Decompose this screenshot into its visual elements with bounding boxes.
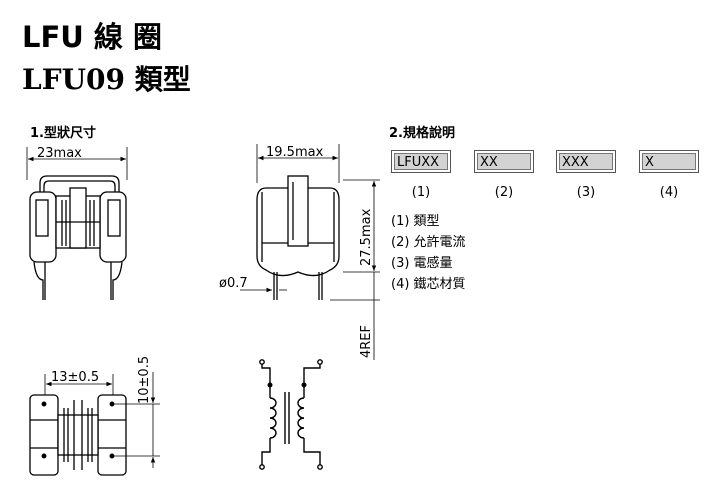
front-view-drawing (26, 147, 128, 300)
side-view-drawing (240, 144, 380, 360)
page-subtitle: LFU09 類型 (22, 63, 191, 96)
dim-pin-diameter: ø0.7 (219, 276, 248, 291)
dim-front-width: 23max (37, 146, 82, 161)
code-box-inductance-text: XXX (559, 153, 613, 170)
bottom-view-drawing (29, 372, 160, 476)
dim-side-height: 27.5max (359, 208, 374, 266)
code-index-4: (4) (659, 185, 679, 200)
code-box-type: LFUXX (391, 150, 451, 173)
code-box-core-text: X (642, 153, 696, 170)
code-box-current: XX (474, 150, 534, 173)
dim-side-width: 19.5max (266, 145, 324, 160)
page-title: LFU 線 圈 (22, 20, 163, 54)
section-spec-heading: 2.規格說明 (389, 126, 455, 141)
legend-item-1: (1) 類型 (391, 214, 440, 229)
legend-item-4: (4) 鐵芯材質 (391, 277, 466, 292)
dim-bottom-width: 13±0.5 (51, 370, 99, 385)
code-box-core: X (639, 150, 699, 173)
schematic-drawing (259, 359, 323, 470)
dim-pin-ref: 4REF (359, 325, 374, 358)
code-box-type-text: LFUXX (394, 153, 448, 170)
code-index-1: (1) (411, 185, 431, 200)
dim-bottom-height: 10±0.5 (137, 356, 152, 404)
code-box-inductance: XXX (556, 150, 616, 173)
code-index-3: (3) (576, 185, 596, 200)
section-dimensions-heading: 1.型狀尺寸 (30, 126, 96, 141)
legend-item-2: (2) 允許電流 (391, 235, 466, 250)
legend-item-3: (3) 電感量 (391, 256, 453, 271)
code-box-current-text: XX (477, 153, 531, 170)
code-index-2: (2) (494, 185, 514, 200)
